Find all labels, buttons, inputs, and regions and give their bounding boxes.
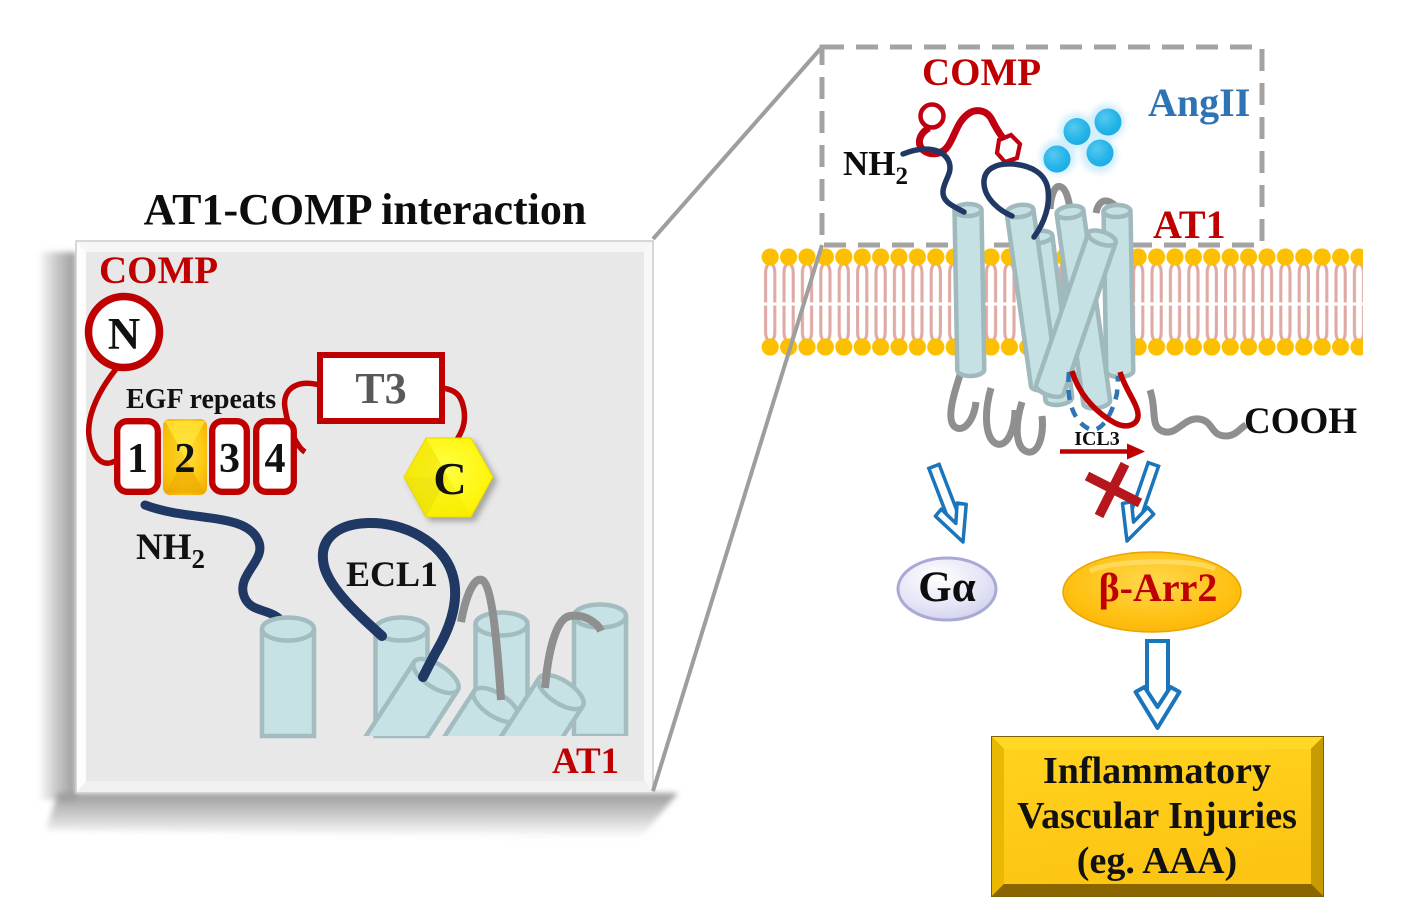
svg-text:T3: T3	[355, 364, 406, 413]
svg-text:Inflammatory: Inflammatory	[1043, 750, 1271, 792]
svg-text:NH2: NH2	[843, 144, 908, 190]
svg-text:COMP: COMP	[922, 51, 1041, 94]
svg-text:COOH: COOH	[1244, 401, 1357, 442]
svg-text:COMP: COMP	[99, 249, 218, 292]
svg-text:1: 1	[127, 436, 148, 482]
svg-text:AT1-COMP interaction: AT1-COMP interaction	[144, 185, 587, 234]
svg-text:3: 3	[219, 436, 240, 482]
svg-text:ECL1: ECL1	[346, 554, 438, 594]
svg-text:Gα: Gα	[918, 564, 975, 611]
svg-text:EGF repeats: EGF repeats	[126, 384, 276, 415]
svg-text:AT1: AT1	[1153, 202, 1226, 247]
svg-text:2: 2	[175, 436, 196, 482]
svg-text:4: 4	[265, 436, 286, 482]
svg-text:(eg. AAA): (eg. AAA)	[1077, 840, 1237, 882]
svg-text:ICL3: ICL3	[1074, 428, 1120, 450]
svg-text:N: N	[108, 309, 141, 359]
svg-text:AngII: AngII	[1148, 80, 1250, 125]
svg-text:Vascular Injuries: Vascular Injuries	[1017, 795, 1297, 837]
svg-text:β-Arr2: β-Arr2	[1099, 565, 1218, 610]
svg-text:AT1: AT1	[552, 741, 619, 782]
svg-text:C: C	[433, 453, 466, 504]
